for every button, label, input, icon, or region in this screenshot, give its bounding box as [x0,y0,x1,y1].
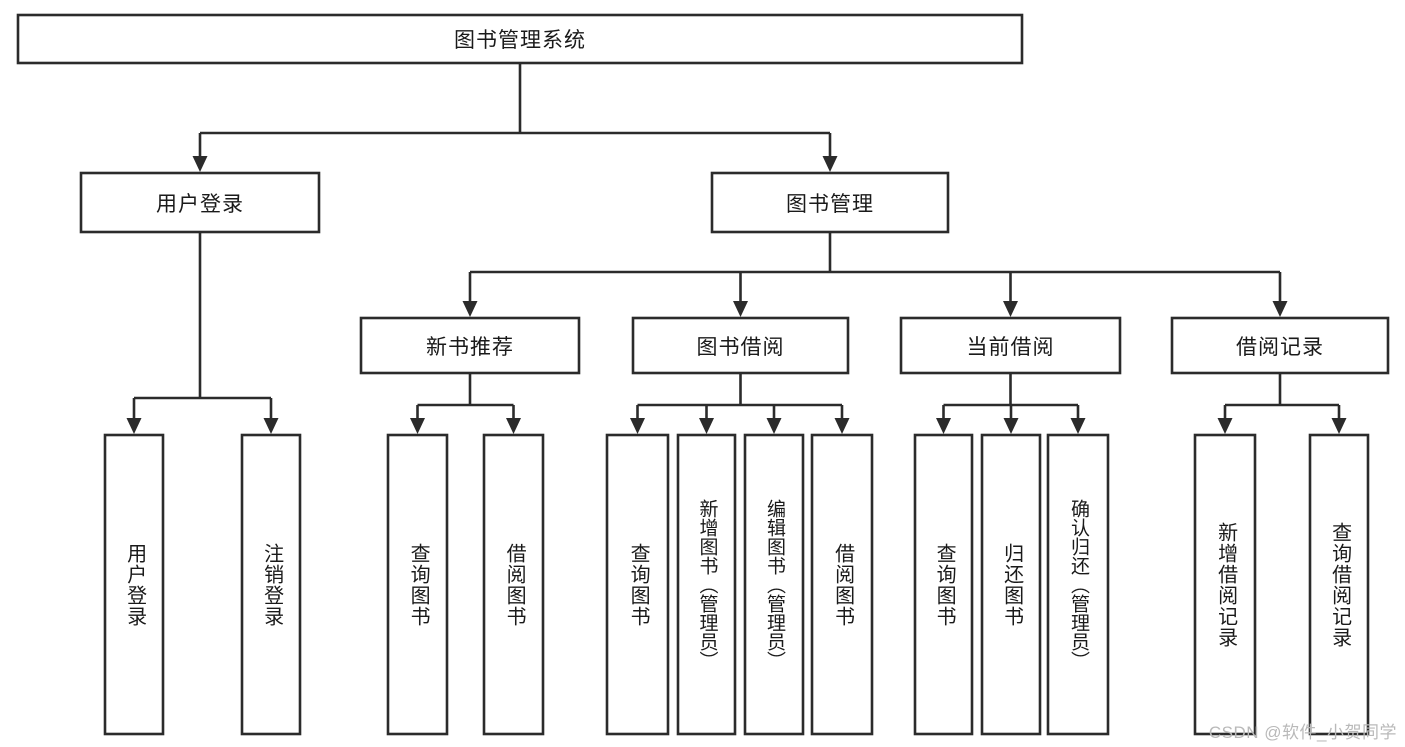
node-box-leaf-query-record[interactable] [1308,433,1370,736]
arrowhead-icon [1217,418,1233,434]
node-box-leaf-user-login[interactable] [103,433,165,736]
arrowhead-icon [822,156,838,172]
node-box-book-manage[interactable] [710,171,950,234]
arrowhead-icon [1272,301,1288,317]
arrowhead-icon [630,418,645,434]
arrowhead-icon [936,418,951,434]
arrowhead-icon [263,418,279,434]
arrowhead-icon [699,418,714,434]
node-box-leaf-add-record[interactable] [1193,433,1257,736]
arrowhead-icon [1003,301,1018,317]
node-box-leaf-logout[interactable] [240,433,302,736]
node-box-current-borrow[interactable] [899,316,1122,375]
node-box-leaf-add-book[interactable] [676,433,737,736]
arrowhead-icon [1070,418,1086,434]
node-box-leaf-edit-book[interactable] [743,433,805,736]
node-box-book-borrow[interactable] [631,316,850,375]
node-boxes-layer [16,13,1390,736]
arrowhead-icon [834,418,850,434]
node-box-borrow-record[interactable] [1170,316,1390,375]
connectors-layer [126,63,1347,434]
arrowhead-icon [462,301,478,317]
arrowhead-icon [1003,418,1019,434]
node-box-root[interactable] [16,13,1024,65]
node-box-leaf-confirm-return[interactable] [1046,433,1110,736]
node-box-leaf-borrow-book-1[interactable] [482,433,545,736]
node-box-leaf-borrow-book-2[interactable] [810,433,874,736]
arrowhead-icon [1331,418,1347,434]
node-box-user-login[interactable] [79,171,321,234]
node-box-leaf-query-book-3[interactable] [913,433,974,736]
node-box-leaf-query-book-2[interactable] [605,433,670,736]
arrowhead-icon [126,418,142,434]
node-box-leaf-query-book-1[interactable] [386,433,449,736]
arrowhead-icon [766,418,782,434]
arrowhead-icon [506,418,521,434]
arrowhead-icon [733,301,748,317]
arrowhead-icon [192,156,208,172]
node-box-new-book-rec[interactable] [359,316,581,375]
arrowhead-icon [410,418,425,434]
node-box-leaf-return-book[interactable] [980,433,1042,736]
watermark-text: CSDN @软件_小贺同学 [1208,723,1397,742]
